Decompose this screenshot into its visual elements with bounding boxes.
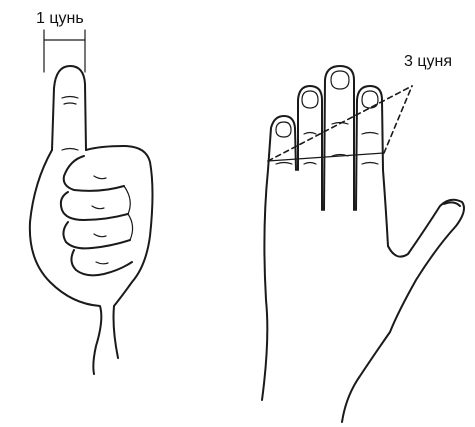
thumb-up-hand: 1 цунь xyxy=(30,10,153,374)
curled-fingers xyxy=(61,156,133,275)
three-fingers-width-label: 3 цуня xyxy=(404,53,452,70)
three-fingers-measure-line xyxy=(268,153,384,161)
open-hand: 3 цуня xyxy=(262,53,464,422)
thumb-width-bracket xyxy=(44,30,85,72)
thumb-width-label: 1 цунь xyxy=(36,10,84,27)
fingernails xyxy=(276,71,460,206)
